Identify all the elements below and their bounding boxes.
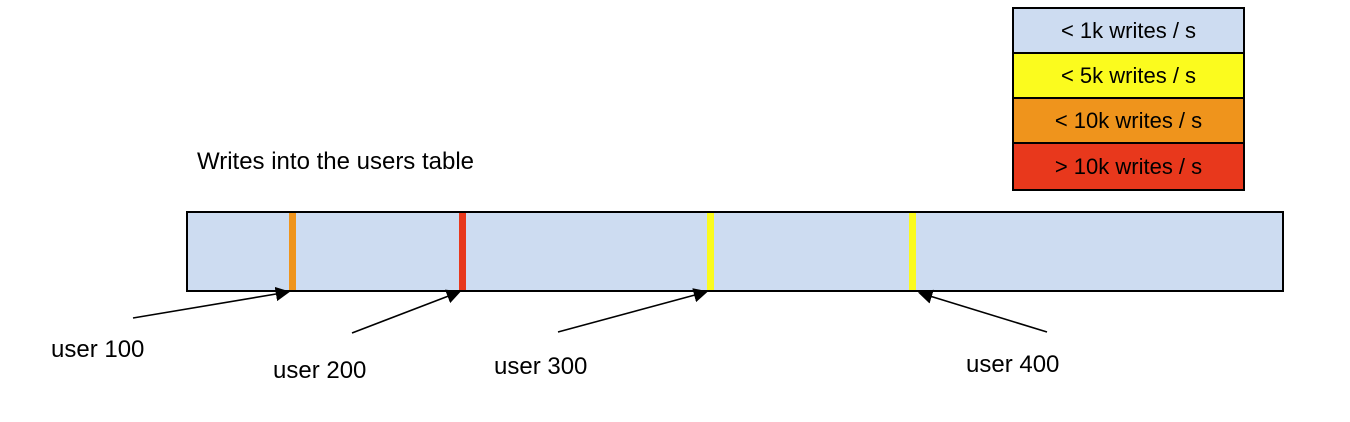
user-100-label: user 100 [51, 336, 145, 363]
hotspot-stripe-user-300 [707, 213, 714, 290]
arrow-user-100 [132, 286, 291, 319]
diagram-title: Writes into the users table [197, 148, 475, 175]
hotspot-stripe-user-100 [289, 213, 296, 290]
arrow-user-400 [917, 289, 1048, 333]
users-table-bar [186, 211, 1284, 292]
legend-item-label: < 1k writes / s [1060, 17, 1197, 43]
user-400-label: user 400 [966, 351, 1060, 378]
legend-item-lt-5k: < 5k writes / s [1014, 54, 1243, 99]
arrow-user-300 [557, 288, 709, 333]
legend-item-lt-10k: < 10k writes / s [1014, 99, 1243, 144]
hotspot-stripe-user-200 [459, 213, 466, 290]
legend-item-label: < 10k writes / s [1054, 107, 1203, 133]
legend-item-lt-1k: < 1k writes / s [1014, 9, 1243, 54]
user-200-label: user 200 [273, 357, 367, 384]
legend-item-label: < 5k writes / s [1060, 62, 1197, 88]
legend-item-gt-10k: > 10k writes / s [1014, 144, 1243, 189]
write-rate-legend: < 1k writes / s < 5k writes / s < 10k wr… [1012, 7, 1245, 191]
user-300-label: user 300 [494, 353, 588, 380]
hotspot-stripe-user-400 [909, 213, 916, 290]
legend-item-label: > 10k writes / s [1054, 153, 1203, 179]
arrow-user-200 [351, 289, 462, 334]
